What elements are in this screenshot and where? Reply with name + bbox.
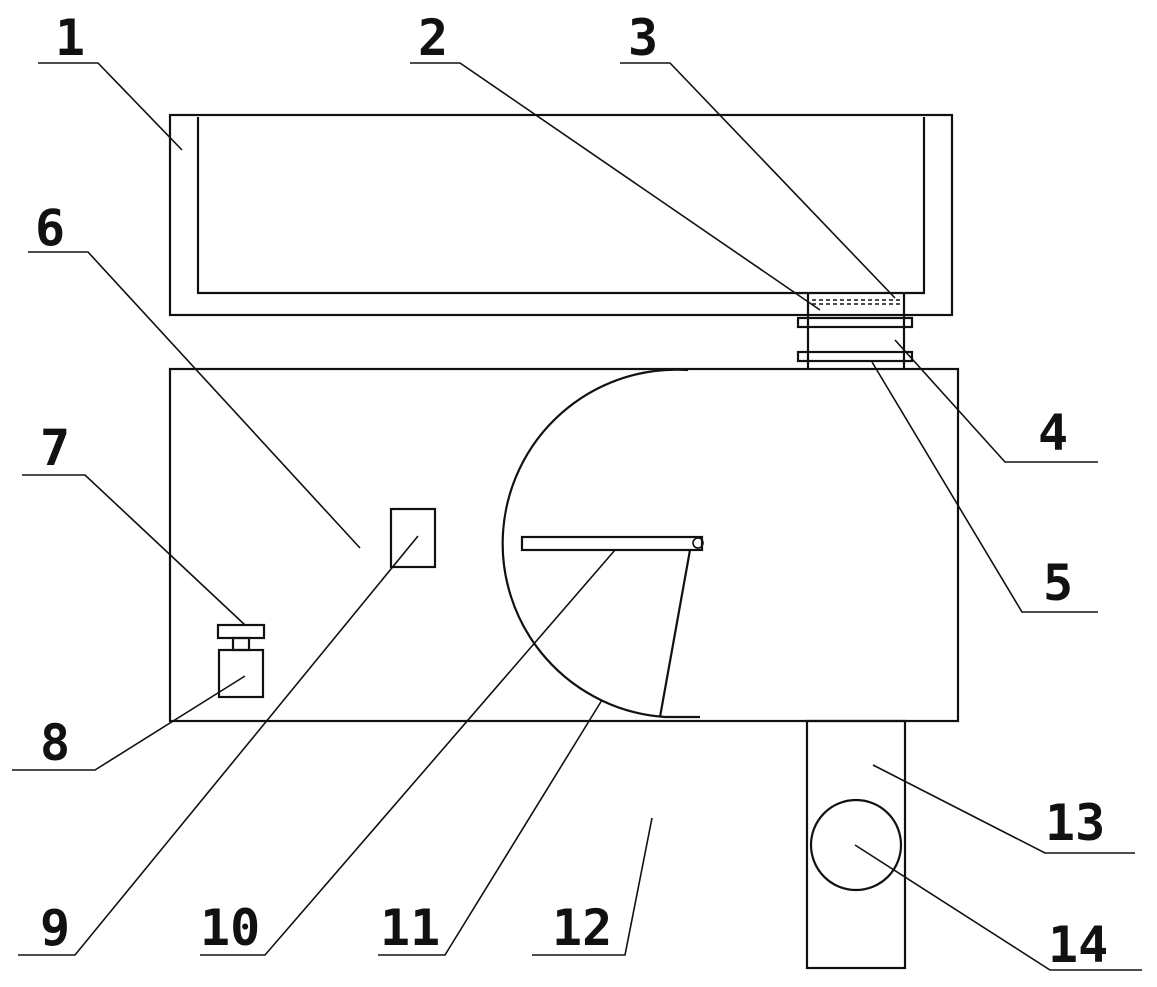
label-1: 1 xyxy=(55,9,85,67)
label-8: 8 xyxy=(40,714,70,772)
label-5: 5 xyxy=(1043,554,1073,612)
label-9: 9 xyxy=(40,899,70,957)
label-3: 3 xyxy=(628,9,658,67)
label-2: 2 xyxy=(418,9,448,67)
label-10: 10 xyxy=(200,899,260,957)
outlet-pipe xyxy=(805,719,907,970)
rotor-assembly xyxy=(501,368,704,719)
label-12: 12 xyxy=(552,899,612,957)
label-13: 13 xyxy=(1045,794,1105,852)
connector-assembly xyxy=(796,293,914,368)
label-7: 7 xyxy=(40,419,70,477)
main-body xyxy=(168,367,960,723)
upper-tank xyxy=(168,113,954,317)
control-panel xyxy=(389,507,437,569)
label-4: 4 xyxy=(1038,404,1068,462)
label-14: 14 xyxy=(1048,916,1108,974)
part-labels: 1 2 3 4 5 6 7 8 9 10 11 12 13 14 xyxy=(35,9,1108,974)
label-11: 11 xyxy=(380,899,440,957)
label-6: 6 xyxy=(35,199,65,257)
leader-lines xyxy=(12,62,1142,971)
fitting xyxy=(216,623,266,699)
